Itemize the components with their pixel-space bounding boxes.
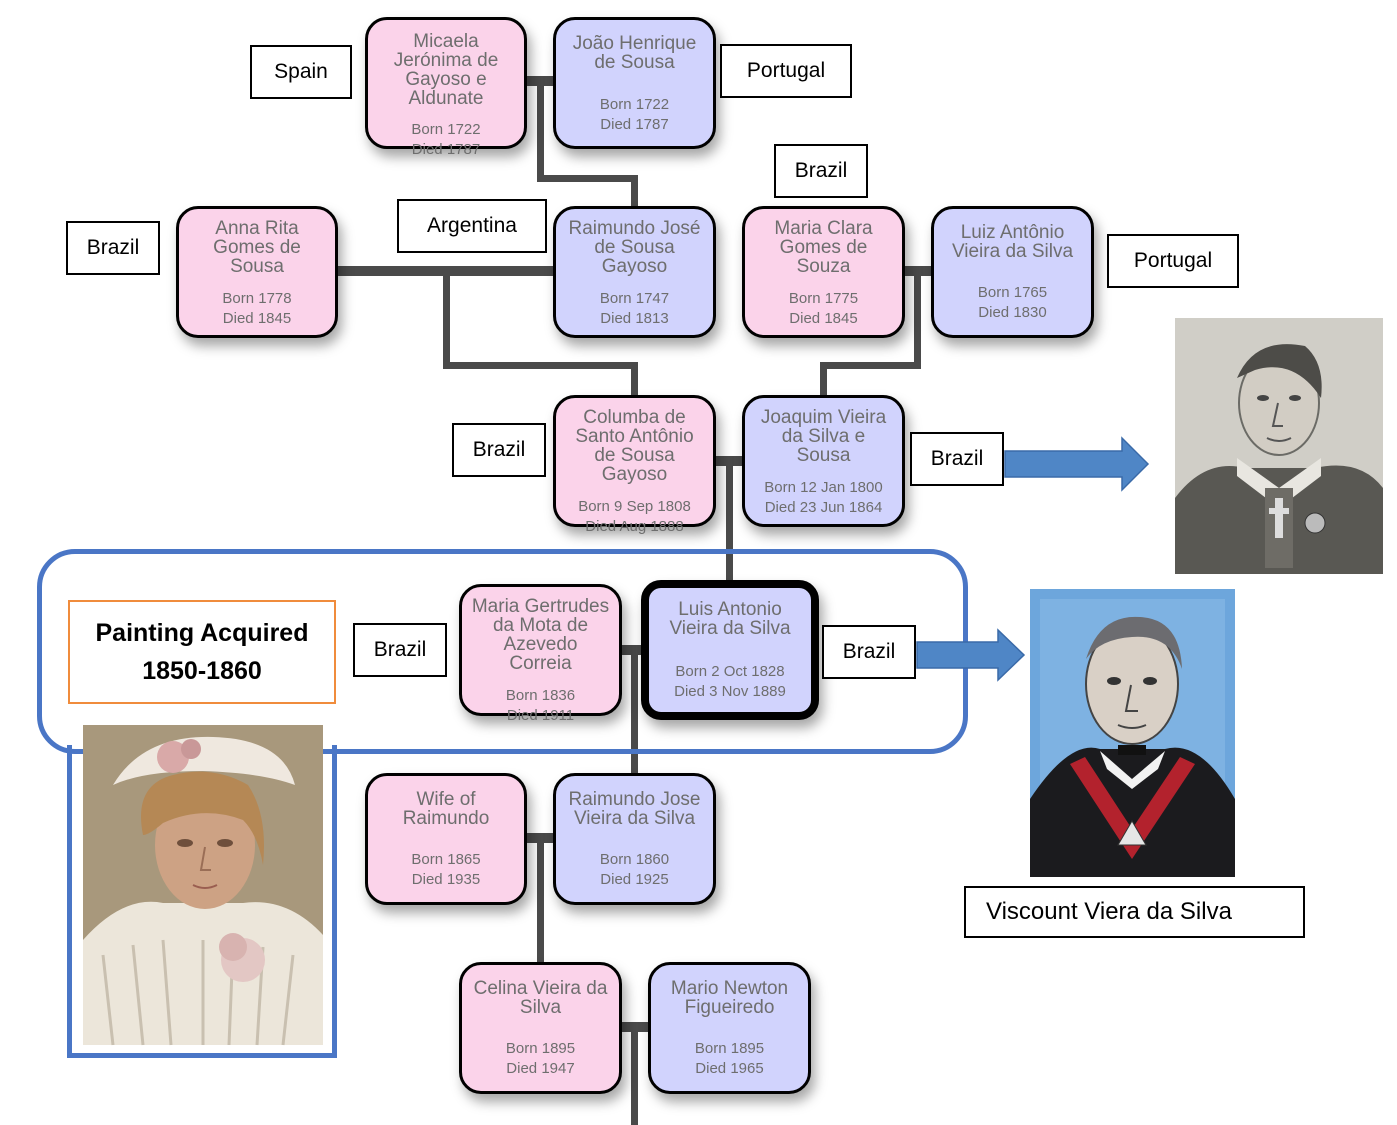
person-name: Micaela Jerónima de Gayoso e Aldunate	[393, 31, 499, 109]
country-label: Portugal	[1107, 234, 1239, 288]
descent-line	[820, 362, 921, 369]
person-dates: Born 1836 Died 1911	[505, 687, 576, 724]
person-name: Luiz Antônio Vieira da Silva	[951, 222, 1074, 262]
person-dates: Born 1722 Died 1787	[411, 121, 481, 158]
person-card[interactable]: Maria Clara Gomes de Souza Born 1775 Die…	[742, 206, 905, 338]
person-card[interactable]: Micaela Jerónima de Gayoso e Aldunate Bo…	[365, 17, 527, 158]
person-dates: Born 2 Oct 1828 Died 3 Nov 1889	[674, 663, 786, 700]
person-card[interactable]: João Henrique de Sousa Born 1722 Died 17…	[553, 17, 716, 149]
arrow-right-icon	[1004, 436, 1150, 492]
descent-line	[820, 362, 827, 398]
descent-line	[631, 1027, 638, 1125]
descent-line	[631, 175, 638, 207]
country-label: Brazil	[910, 432, 1004, 486]
person-dates: Born 1895 Died 1965	[694, 1040, 765, 1077]
country-label: Brazil	[452, 423, 546, 477]
sketch-portrait-image	[1175, 318, 1383, 574]
descent-line	[443, 270, 450, 368]
country-label: Brazil	[822, 625, 916, 679]
person-card[interactable]: Wife of Raimundo Born 1865 Died 1935	[365, 773, 527, 905]
person-dates: Born 1895 Died 1947	[505, 1040, 576, 1077]
person-name: Joaquim Vieira da Silva e Sousa	[760, 407, 887, 466]
person-card[interactable]: Raimundo Jose Vieira da Silva Born 1860 …	[553, 773, 716, 905]
person-name: Celina Vieira da Silva	[473, 978, 608, 1018]
person-card[interactable]: Raimundo José de Sousa Gayoso Born 1747 …	[553, 206, 716, 338]
person-dates: Born 1778 Died 1845	[222, 290, 292, 327]
person-name: Wife of Raimundo	[402, 789, 490, 829]
person-card[interactable]: Luiz Antônio Vieira da Silva Born 1765 D…	[931, 206, 1094, 338]
highlight-frame-extension	[67, 745, 337, 1058]
person-name: João Henrique de Sousa	[572, 33, 697, 73]
person-dates: Born 1860 Died 1925	[599, 851, 670, 888]
country-label: Brazil	[774, 144, 868, 198]
person-card[interactable]: Maria Gertrudes da Mota de Azevedo Corre…	[459, 584, 622, 724]
person-name: Anna Rita Gomes de Sousa	[213, 218, 301, 277]
descent-line	[631, 650, 638, 776]
descent-line	[914, 270, 921, 368]
viscount-portrait-image	[1030, 589, 1235, 877]
person-dates: Born 1747 Died 1813	[599, 290, 670, 327]
person-dates: Born 1775 Died 1845	[788, 290, 859, 327]
descent-line	[631, 362, 638, 398]
descent-line	[537, 175, 638, 182]
person-name: Maria Clara Gomes de Souza	[774, 218, 873, 277]
person-dates: Born 1765 Died 1830	[977, 284, 1048, 321]
person-name: Maria Gertrudes da Mota de Azevedo Corre…	[471, 596, 610, 674]
descent-line	[443, 362, 638, 369]
viscount-caption: Viscount Viera da Silva	[964, 886, 1305, 938]
painting-acquired-title: Painting Acquired	[95, 619, 309, 647]
person-card[interactable]: Mario Newton Figueiredo Born 1895 Died 1…	[648, 962, 811, 1094]
country-label: Brazil	[66, 221, 160, 275]
painting-acquired-label: Painting Acquired 1850-1860	[68, 600, 336, 704]
painting-portrait-image	[83, 725, 323, 1046]
person-name: Mario Newton Figueiredo	[670, 978, 789, 1018]
descent-line	[537, 76, 544, 178]
country-label: Portugal	[720, 44, 852, 98]
person-card[interactable]: Joaquim Vieira da Silva e Sousa Born 12 …	[742, 395, 905, 527]
person-dates: Born 1865 Died 1935	[411, 851, 481, 888]
descent-line	[537, 838, 544, 964]
descent-line	[726, 460, 733, 584]
person-dates: Born 1722 Died 1787	[599, 96, 670, 133]
person-name: Raimundo José de Sousa Gayoso	[568, 218, 701, 277]
country-label: Spain	[250, 45, 352, 99]
person-dates: Born 12 Jan 1800 Died 23 Jun 1864	[764, 479, 883, 516]
person-name: Raimundo Jose Vieira da Silva	[568, 789, 701, 829]
person-name: Luis Antonio Vieira da Silva	[669, 599, 791, 639]
person-card[interactable]: Celina Vieira da Silva Born 1895 Died 19…	[459, 962, 622, 1094]
person-card[interactable]: Columba de Santo Antônio de Sousa Gayoso…	[553, 395, 716, 535]
person-name: Columba de Santo Antônio de Sousa Gayoso	[575, 407, 694, 485]
person-dates: Born 9 Sep 1808 Died Aug 1888	[578, 498, 691, 535]
country-label: Argentina	[397, 199, 547, 253]
painting-acquired-years: 1850-1860	[142, 657, 262, 685]
person-card-highlighted[interactable]: Luis Antonio Vieira da Silva Born 2 Oct …	[641, 580, 819, 720]
person-card[interactable]: Anna Rita Gomes de Sousa Born 1778 Died …	[176, 206, 338, 338]
country-label: Brazil	[353, 623, 447, 677]
arrow-right-icon	[916, 628, 1026, 682]
